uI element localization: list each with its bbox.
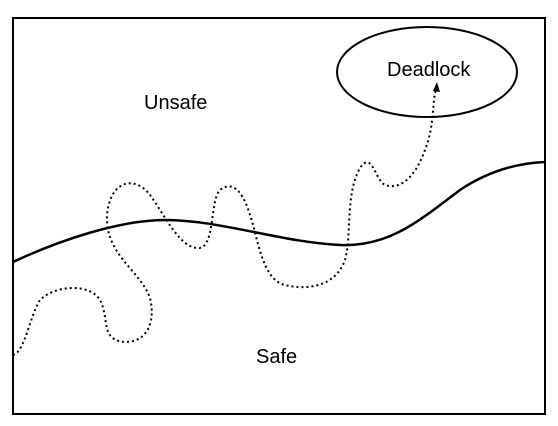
safe-unsafe-boundary — [12, 160, 546, 264]
trajectory-arrowhead — [433, 82, 440, 92]
deadlock-label: Deadlock — [387, 59, 471, 81]
deadlock-ellipse — [336, 26, 518, 118]
safe-region-label: Safe — [256, 346, 297, 368]
diagram-frame — [12, 17, 546, 415]
unsafe-region-label: Unsafe — [144, 92, 207, 114]
execution-trajectory — [12, 89, 437, 356]
